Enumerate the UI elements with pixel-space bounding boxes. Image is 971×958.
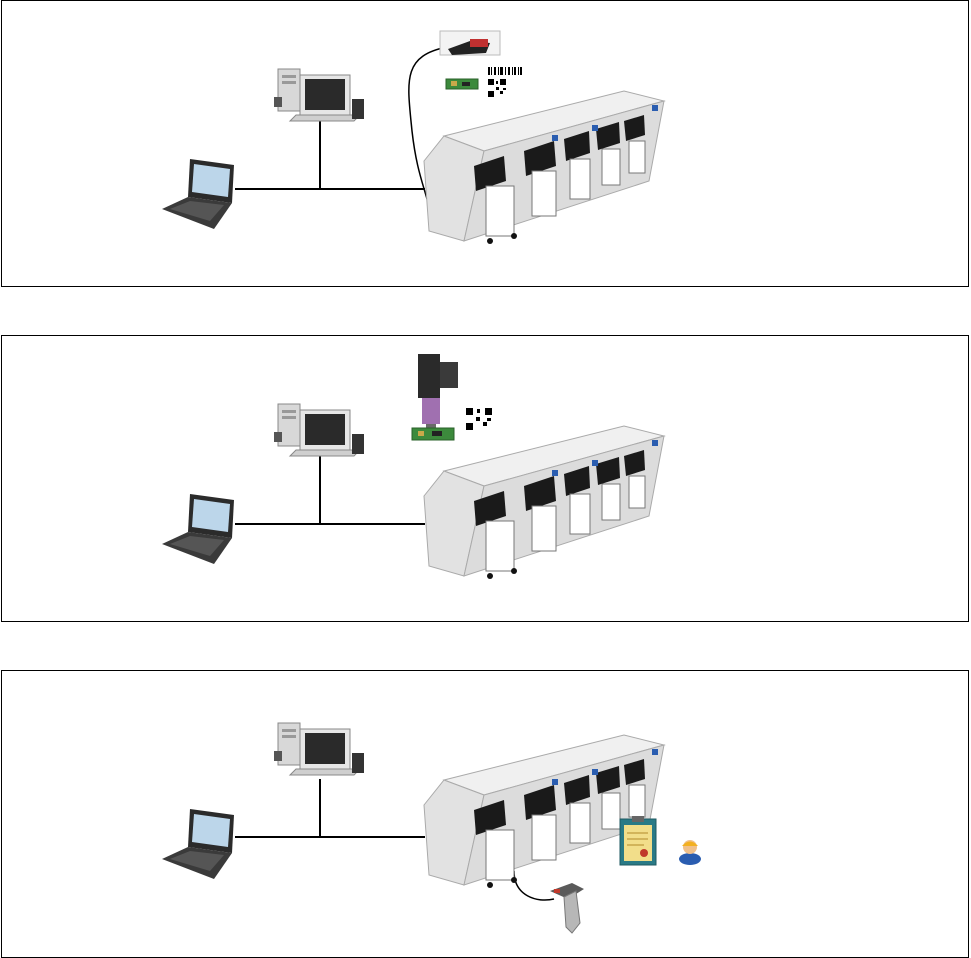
panel-3-diagram bbox=[2, 671, 968, 957]
smt-production-line-icon bbox=[424, 91, 664, 244]
qr-code-icon bbox=[488, 79, 506, 97]
handheld-scanner-icon bbox=[550, 883, 584, 933]
clipboard-document-icon bbox=[620, 816, 656, 865]
qr-code-icon bbox=[466, 408, 492, 430]
pcb-board-icon bbox=[446, 79, 478, 89]
laptop-icon bbox=[162, 494, 234, 564]
smt-production-line-icon bbox=[424, 426, 664, 579]
panel-handheld-scanner bbox=[1, 670, 969, 958]
panel-fixed-scanner bbox=[1, 0, 969, 287]
server-pc-icon bbox=[274, 723, 364, 775]
operator-icon bbox=[679, 840, 701, 865]
fixed-barcode-scanner-icon bbox=[440, 31, 500, 55]
barcode-icon bbox=[488, 67, 522, 75]
scanner-cable bbox=[514, 871, 554, 900]
laptop-icon bbox=[162, 159, 234, 229]
pcb-board-icon bbox=[412, 428, 454, 440]
panel-1-diagram bbox=[2, 1, 968, 286]
server-pc-icon bbox=[274, 69, 364, 121]
panel-2-diagram bbox=[2, 336, 968, 621]
server-pc-icon bbox=[274, 404, 364, 456]
inline-2d-code-reader-icon bbox=[418, 354, 458, 438]
panel-inline-reader bbox=[1, 335, 969, 622]
laptop-icon bbox=[162, 809, 234, 879]
